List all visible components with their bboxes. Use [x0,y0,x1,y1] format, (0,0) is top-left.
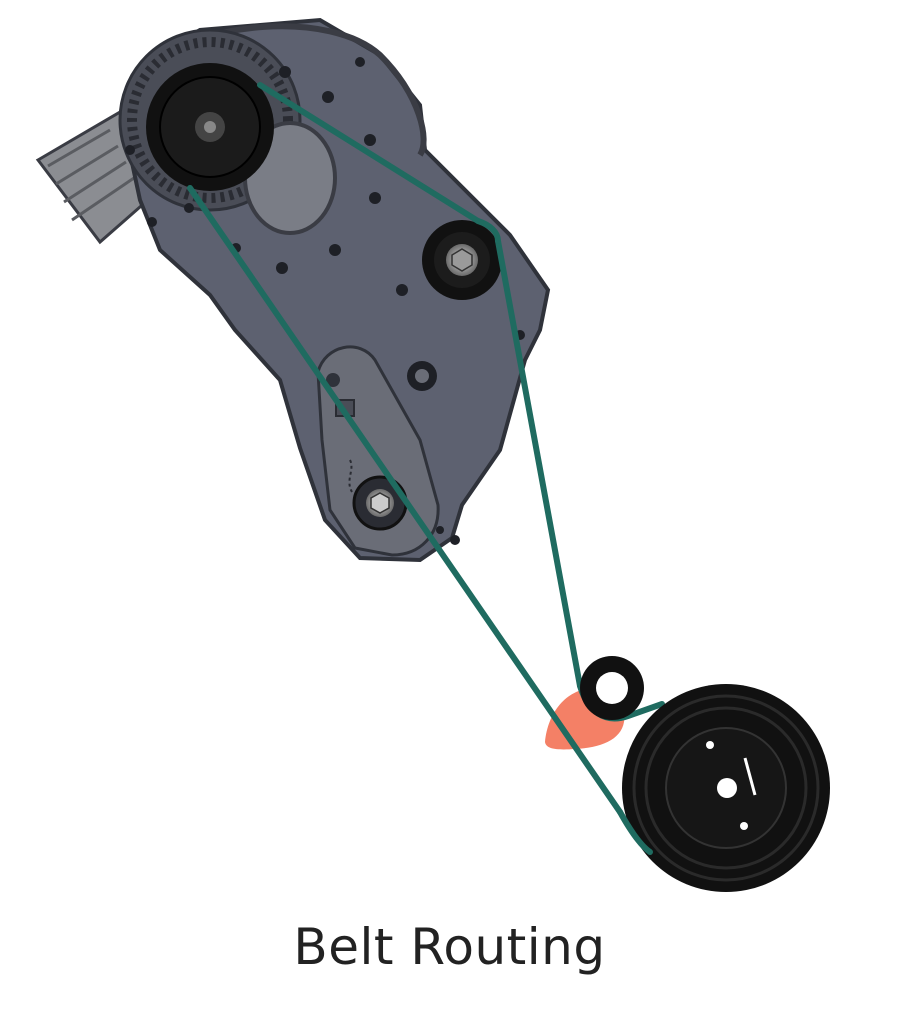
tensioner-pulley [352,475,408,531]
upper-idler-pulley [422,220,502,300]
crank-idler-pulley [580,656,644,720]
supercharger-pulley [146,63,274,191]
diagram-caption: Belt Routing [293,918,606,976]
crankshaft-pulley [622,684,830,892]
drive-belt-crank-wrap [617,809,653,855]
